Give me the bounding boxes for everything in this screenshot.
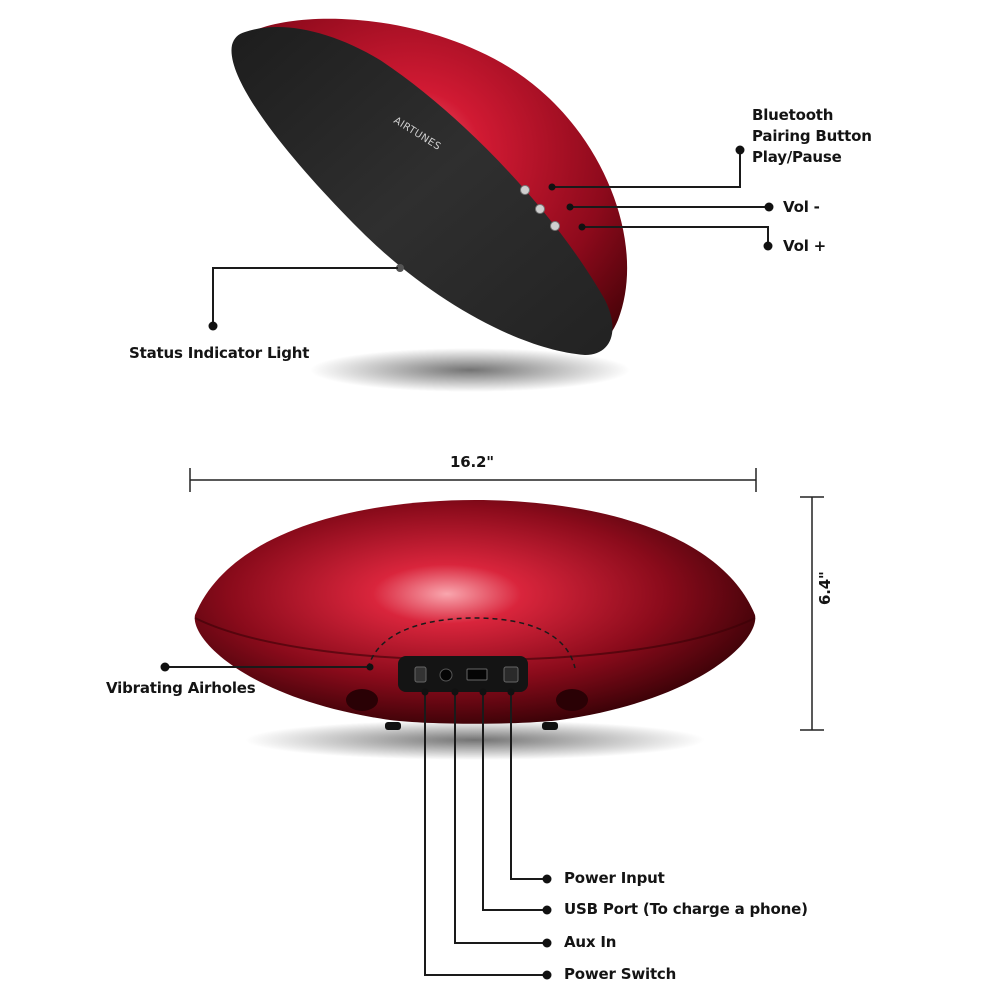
right-foot	[542, 722, 558, 730]
top-speaker-view: AIRTUNES	[231, 18, 630, 392]
port-panel	[398, 656, 528, 692]
front-speaker-shadow	[245, 720, 705, 760]
bluetooth-start-dot	[548, 183, 556, 191]
aux-dot	[542, 938, 552, 948]
bluetooth-label-line-1: Bluetooth	[752, 106, 834, 124]
power-switch-label: Power Switch	[564, 965, 677, 983]
bluetooth-label-line-3: Play/Pause	[752, 148, 842, 166]
power-switch-dot	[542, 970, 552, 980]
top-speaker-shadow	[310, 348, 630, 392]
vol-minus-start-dot	[566, 203, 574, 211]
height-dimension	[800, 496, 824, 731]
width-dimension	[189, 468, 757, 492]
usb-port-label: USB Port (To charge a phone)	[564, 900, 808, 918]
power-switch-start-dot	[421, 688, 429, 696]
front-callout-lines	[165, 666, 547, 976]
airholes-start-dot	[366, 663, 374, 671]
control-buttons	[520, 185, 560, 231]
status-callout-line	[212, 267, 398, 325]
airholes-dot	[160, 662, 170, 672]
airholes-label: Vibrating Airholes	[106, 679, 256, 697]
status-indicator-label: Status Indicator Light	[129, 344, 310, 362]
vol-plus-dot	[763, 241, 773, 251]
power-input-port[interactable]	[503, 666, 519, 683]
aux-in-port[interactable]	[439, 668, 453, 682]
vol-plus-callout-line	[582, 226, 769, 245]
power-switch-callout-line	[424, 692, 547, 976]
front-speaker-view	[194, 500, 756, 760]
right-airhole	[556, 689, 588, 711]
power-switch-port[interactable]	[414, 666, 427, 683]
bluetooth-label-line-2: Pairing Button	[752, 127, 872, 145]
bluetooth-dot	[735, 145, 745, 155]
vol-minus-label: Vol -	[783, 198, 820, 216]
vol-plus-start-dot	[578, 223, 586, 231]
aux-in-label: Aux In	[564, 933, 617, 951]
power-input-start-dot	[507, 688, 515, 696]
usb-start-dot	[479, 688, 487, 696]
power-input-callout-line	[510, 692, 547, 880]
airhole-arc	[367, 617, 576, 669]
front-callout-dots	[160, 662, 552, 980]
vol-plus-label: Vol +	[783, 237, 827, 255]
usb-callout-line	[482, 692, 547, 911]
vol-minus-dot	[764, 202, 774, 212]
aux-start-dot	[451, 688, 459, 696]
height-dimension-label: 6.4"	[816, 571, 834, 605]
bluetooth-callout-line	[552, 150, 741, 188]
status-dot	[208, 321, 218, 331]
left-airhole	[346, 689, 378, 711]
status-indicator-light	[396, 264, 404, 272]
power-input-dot	[542, 874, 552, 884]
bluetooth-label: Bluetooth Pairing Button Play/Pause	[752, 105, 872, 168]
bluetooth-button[interactable]	[520, 185, 530, 195]
power-input-label: Power Input	[564, 869, 665, 887]
usb-port[interactable]	[466, 668, 488, 681]
left-foot	[385, 722, 401, 730]
top-callout-dots	[208, 145, 774, 331]
vol-minus-button[interactable]	[535, 204, 545, 214]
vol-plus-button[interactable]	[550, 221, 560, 231]
usb-dot	[542, 905, 552, 915]
top-speaker-grille	[231, 27, 613, 356]
top-callout-lines	[212, 150, 769, 325]
aux-callout-line	[454, 692, 547, 944]
width-dimension-label: 16.2"	[450, 453, 494, 471]
